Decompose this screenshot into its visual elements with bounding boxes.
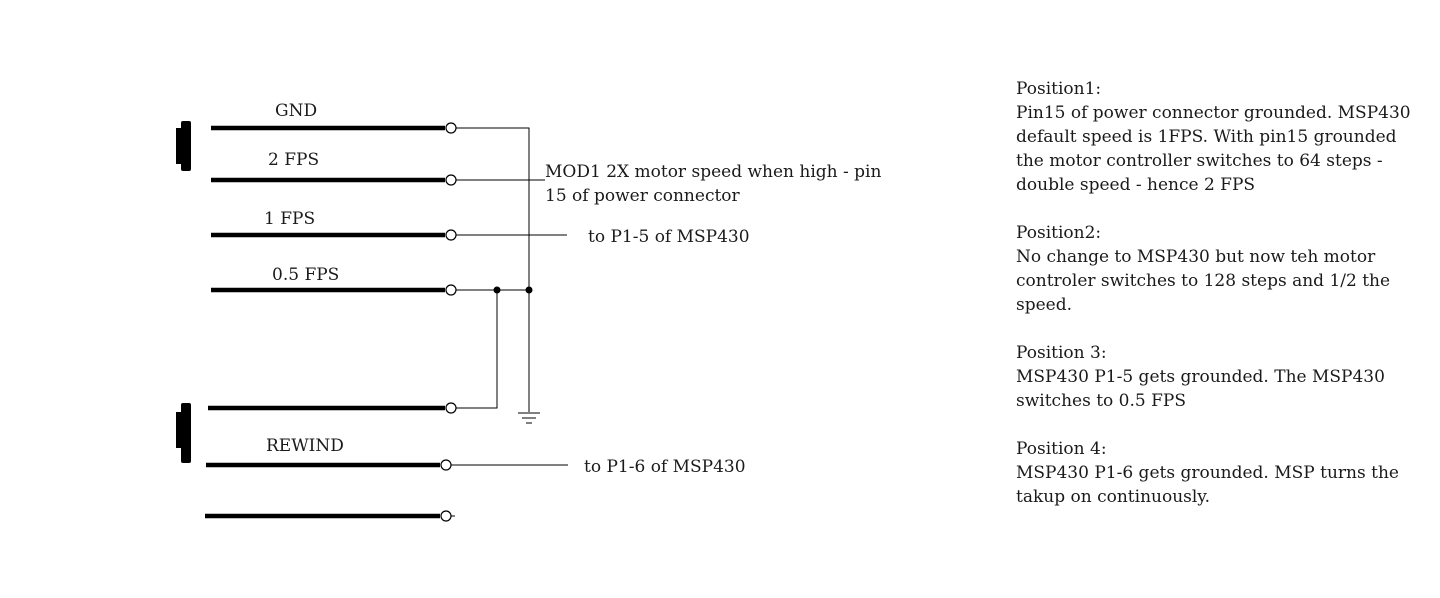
terminal-1fps (445, 229, 457, 241)
note-line: No change to MSP430 but now teh motor (1016, 247, 1376, 267)
note-line: double speed - hence 2 FPS (1016, 175, 1255, 195)
annotation-p1-6: to P1-6 of MSP430 (584, 457, 746, 477)
note-title: Position 4: (1016, 439, 1107, 459)
upper-switch-actuator (176, 128, 181, 164)
terminal-gnd (445, 122, 457, 134)
note-title: Position2: (1016, 223, 1101, 243)
label-gnd: GND (275, 101, 317, 121)
terminal-lower-1 (445, 402, 457, 414)
junction-dot (493, 286, 501, 294)
terminal-lower-3 (440, 510, 452, 522)
label-rewind: REWIND (266, 436, 344, 456)
note-line: Pin15 of power connector grounded. MSP43… (1016, 103, 1411, 123)
note-title: Position1: (1016, 79, 1101, 99)
label-2fps: 2 FPS (268, 150, 319, 170)
ground-symbol (518, 412, 540, 424)
terminal-05fps (445, 284, 457, 296)
upper-switch-plunger (181, 121, 191, 171)
note-title: Position 3: (1016, 343, 1107, 363)
terminal-rewind (440, 459, 452, 471)
note-line: controler switches to 128 steps and 1/2 … (1016, 271, 1390, 291)
note-line: MSP430 P1-5 gets grounded. The MSP430 (1016, 367, 1385, 387)
junction-dot (525, 286, 533, 294)
note-line: switches to 0.5 FPS (1016, 391, 1186, 411)
label-05fps: 0.5 FPS (272, 265, 339, 285)
annotation-mod1-line1: MOD1 2X motor speed when high - pin (545, 162, 881, 182)
label-1fps: 1 FPS (264, 209, 315, 229)
wire-gnd-bus (456, 127, 530, 412)
lower-switch-plunger (181, 403, 191, 463)
lower-switch-actuator (176, 412, 181, 448)
annotation-mod1-line2: 15 of power connector (545, 186, 741, 206)
note-line: takup on continuously. (1016, 487, 1210, 507)
annotation-p1-5: to P1-5 of MSP430 (588, 227, 750, 247)
note-line: speed. (1016, 295, 1072, 315)
note-line: the motor controller switches to 64 step… (1016, 151, 1383, 171)
position-notes: Position1: Pin15 of power connector grou… (1016, 79, 1411, 507)
wire-lower-link (456, 290, 498, 409)
note-line: default speed is 1FPS. With pin15 ground… (1016, 127, 1397, 147)
note-line: MSP430 P1-6 gets grounded. MSP turns the (1016, 463, 1399, 483)
terminal-2fps (445, 174, 457, 186)
